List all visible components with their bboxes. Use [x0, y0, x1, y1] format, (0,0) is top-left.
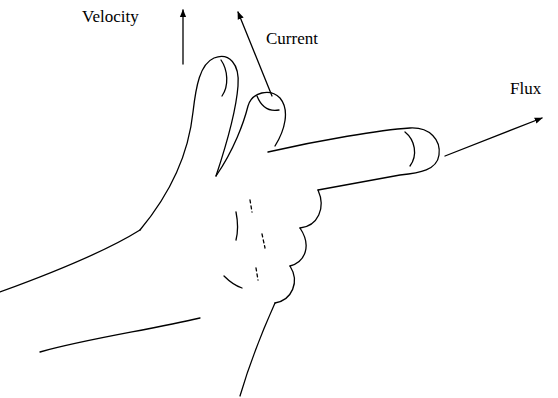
thumb: [140, 56, 238, 230]
current-arrow: [238, 12, 272, 96]
curled-finger: [300, 190, 321, 228]
vector-label: Flux: [510, 80, 541, 99]
crease: [250, 200, 252, 212]
crease: [262, 234, 265, 248]
vector-label: Current: [266, 30, 318, 49]
crease: [224, 276, 242, 288]
crease: [256, 268, 258, 280]
vector-label: Velocity: [82, 8, 139, 27]
wrist-line: [0, 230, 140, 292]
crease: [236, 212, 238, 240]
wrist-line: [40, 318, 200, 352]
thumb-nail: [221, 60, 227, 96]
curled-finger: [290, 228, 306, 266]
index-finger: [268, 128, 439, 190]
curled-finger: [275, 266, 294, 303]
flux-arrow: [445, 118, 542, 156]
finger-nail: [257, 96, 279, 110]
velocity-arrow: [182, 10, 183, 64]
palm-edge: [240, 303, 275, 396]
finger: [216, 92, 285, 176]
finger-nail: [405, 132, 415, 166]
